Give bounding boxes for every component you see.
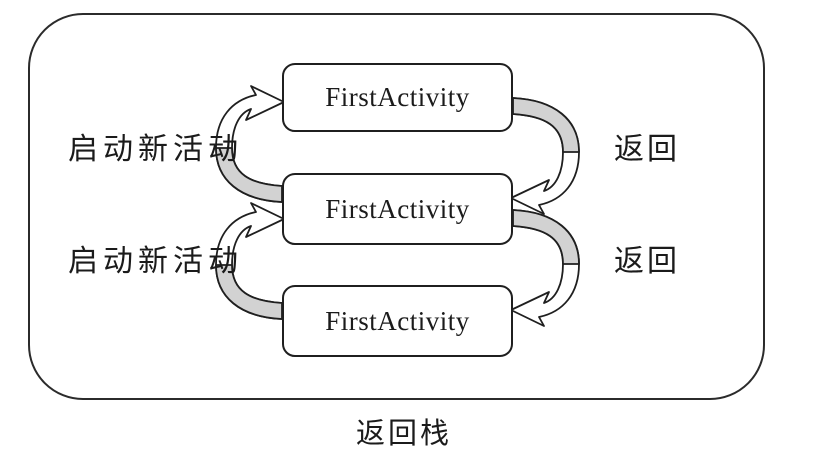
diagram-caption: 返回栈 [356, 418, 453, 450]
activity-box-2-label: FirstActivity [325, 193, 470, 224]
activity-box-3-label: FirstActivity [325, 305, 470, 336]
back-label-1: 返回 [614, 133, 680, 166]
back-label-2: 返回 [614, 245, 680, 278]
launch-new-activity-label-1: 启动新活动 [68, 133, 243, 166]
activity-box-1-label: FirstActivity [325, 82, 470, 112]
activity-box-2: FirstActivity [282, 173, 513, 245]
activity-box-3: FirstActivity [282, 285, 513, 357]
activity-box-1: FirstActivity [282, 63, 513, 132]
launch-new-activity-label-2: 启动新活动 [68, 245, 243, 278]
